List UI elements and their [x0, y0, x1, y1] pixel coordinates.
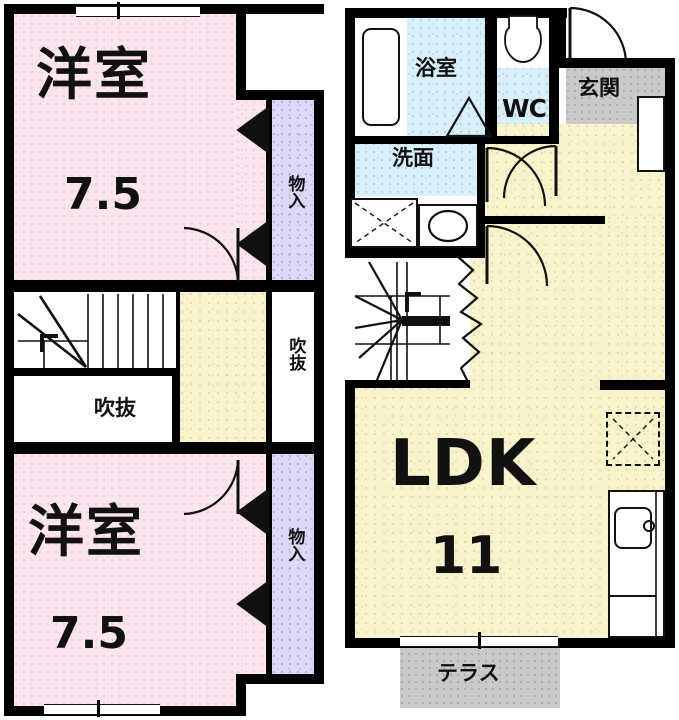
label-bedroom-top-size: 7.5: [64, 169, 142, 220]
label-ldk-size: 11: [430, 526, 503, 586]
label-bedroom-bottom-size: 7.5: [50, 608, 128, 659]
wall-left-right-outer-lower: [314, 454, 324, 684]
wall-bedroom-top-bottom: [4, 280, 324, 292]
window-bedroom-bottom: [44, 704, 160, 715]
wall-mid-band-bottom: [4, 442, 324, 454]
window-bedroom-top: [76, 6, 200, 17]
wall-right-left-outer: [345, 8, 355, 258]
label-closet-bottom: 物入: [284, 528, 305, 562]
label-entrance: 玄関: [578, 76, 620, 100]
wall-hall-left: [477, 196, 485, 256]
label-closet-top: 物入: [284, 175, 305, 209]
wall-entrance-left: [556, 8, 566, 68]
wall-wc-bottom: [497, 136, 559, 144]
vanity-sink-fixture: [427, 209, 469, 243]
toilet-fixture: [504, 15, 542, 63]
wall-wc-right: [549, 8, 559, 144]
staircase-winder: [354, 261, 450, 381]
door-bedroom-bottom: [183, 459, 240, 516]
wall-left-right-outer-upper: [314, 90, 324, 280]
wall-mid-band-right: [314, 280, 324, 454]
wall-right-top-outer: [345, 8, 567, 18]
door-entrance: [568, 6, 628, 65]
bathtub-fixture: [362, 28, 400, 126]
shoe-cabinet-fixture: [637, 96, 665, 172]
door-bath: [445, 95, 493, 138]
washing-machine-cross-icon: [354, 202, 414, 244]
wall-bath-bottom: [345, 136, 497, 144]
overhead-storage-cross-icon: [612, 418, 654, 460]
window-bedroom-bottom-mullion: [97, 700, 100, 717]
washing-machine-space: [350, 198, 418, 248]
wall-closet-top-head: [236, 90, 324, 100]
stair-open-edge: [456, 255, 483, 385]
label-bedroom-top-name: 洋室: [36, 43, 152, 108]
wall-right-left-outer-lower: [345, 380, 355, 638]
label-void-left: 吹抜: [94, 396, 136, 420]
wall-kitchen-top: [600, 380, 675, 390]
hall-landing-strip: [180, 292, 266, 442]
wall-hall-bottom: [477, 216, 605, 224]
window-ldk-terrace-mullion: [478, 632, 481, 649]
wall-right-right-outer: [665, 58, 675, 648]
stair-landing-edge: [14, 368, 180, 376]
label-washroom: 洗面: [392, 146, 434, 170]
label-bath: 浴室: [415, 56, 457, 80]
closet-top-sliding-doors: [236, 106, 270, 268]
room-hallway: [486, 124, 665, 216]
label-void-right: 吹抜: [285, 337, 306, 371]
kitchen-sink-fixture: [608, 490, 657, 638]
label-toilet: WC: [502, 94, 547, 123]
wall-bottom-step-horiz: [236, 674, 324, 684]
window-bedroom-top-mullion: [117, 2, 120, 19]
wall-left-outer: [4, 4, 14, 716]
wall-entrance-top: [566, 58, 675, 68]
wall-bath-right: [485, 8, 497, 144]
wall-void-left-divider: [176, 292, 180, 442]
door-bedroom-top: [183, 226, 240, 283]
stair-landing-edge-vert: [172, 368, 180, 442]
door-ldk: [485, 224, 549, 287]
wall-left-top-right-step: [236, 4, 246, 100]
door-toilet: [502, 144, 558, 199]
label-ldk-name: LDK: [390, 427, 537, 501]
wall-bottom-step-vert: [236, 674, 246, 716]
wall-void-right-divider: [266, 292, 272, 442]
label-bedroom-bottom-name: 洋室: [28, 500, 144, 565]
room-bedroom-top: [14, 14, 236, 280]
closet-bottom-sliding-doors: [236, 488, 270, 628]
room-bedroom-bottom: [14, 454, 236, 706]
wall-washroom-bottom: [345, 248, 485, 258]
label-terrace: テラス: [437, 661, 500, 685]
wall-stair-bottom-1f: [345, 380, 470, 388]
room-washroom: [348, 142, 485, 196]
area-terrace: [400, 645, 560, 708]
room-void-left: [14, 292, 180, 442]
door-washroom: [485, 146, 547, 207]
overhead-storage-box: [606, 412, 660, 466]
